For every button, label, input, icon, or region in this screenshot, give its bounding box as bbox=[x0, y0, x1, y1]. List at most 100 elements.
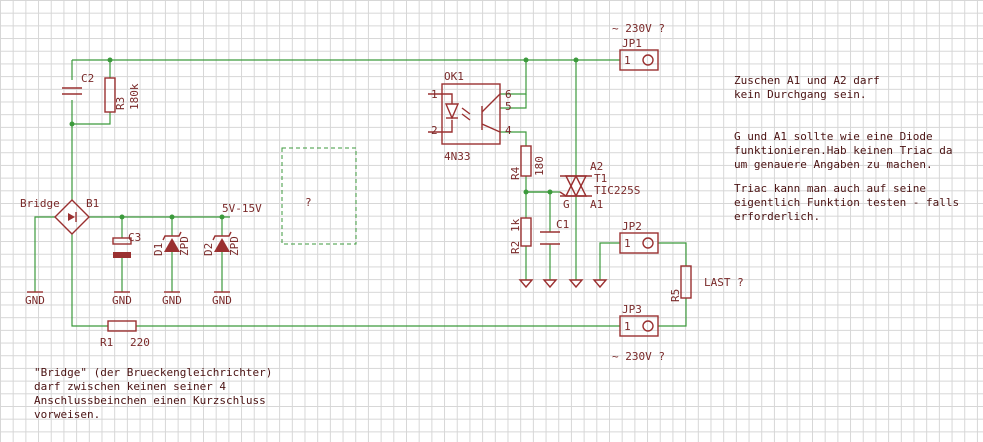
r2-name: R2 bbox=[509, 241, 522, 254]
wire-c1 bbox=[526, 191, 551, 280]
d1-name: D1 bbox=[152, 243, 165, 256]
ground-arrows bbox=[518, 279, 608, 289]
gnd-symbols: GND GND GND GND bbox=[25, 291, 232, 307]
r5-load: R5 LAST ? bbox=[669, 265, 744, 302]
r1-name: R1 bbox=[100, 336, 113, 349]
r2-value: 1k bbox=[509, 218, 522, 232]
ok1-name: OK1 bbox=[444, 70, 464, 83]
bridge-name: B1 bbox=[86, 197, 99, 210]
d2-value: ZPD bbox=[228, 236, 241, 256]
c1-capacitor: C1 bbox=[540, 218, 569, 245]
note-line: eigentlich Funktion testen - falls bbox=[734, 196, 959, 209]
junction-dot bbox=[219, 214, 225, 220]
gnd-label: GND bbox=[162, 294, 182, 307]
unknown-block: ? bbox=[281, 147, 357, 245]
t1-triac: A2 T1 TIC225S A1 G bbox=[559, 160, 640, 211]
gnd-label: GND bbox=[112, 294, 132, 307]
note-bridge: "Bridge" (der Brueckengleichrichter) dar… bbox=[34, 366, 272, 421]
wire-ok1-pin6 bbox=[500, 60, 527, 95]
gnd-bridge: GND bbox=[25, 291, 45, 307]
wires bbox=[34, 59, 687, 327]
gnd-label: GND bbox=[212, 294, 232, 307]
r5-value: LAST ? bbox=[704, 276, 744, 289]
ok1-pin2: 2 bbox=[431, 124, 438, 137]
d2-zener: D2 ZPD bbox=[202, 231, 241, 256]
bridge-label: Bridge bbox=[20, 197, 60, 210]
wire-bridge-gnd bbox=[34, 216, 55, 292]
r3-name: R3 bbox=[114, 97, 127, 110]
c2-capacitor: C2 bbox=[62, 72, 94, 95]
jp2-name: JP2 bbox=[622, 220, 642, 233]
junction-dot bbox=[69, 121, 75, 127]
supply-label: 5V-15V bbox=[222, 202, 262, 215]
gnd-d1: GND bbox=[162, 291, 182, 307]
junction-dot bbox=[119, 214, 125, 220]
jp3-pin: 1 bbox=[624, 320, 631, 333]
jp3-connector: JP3 1 ~ 230V ? bbox=[612, 303, 665, 363]
r4-name: R4 bbox=[509, 166, 522, 180]
note-line: Zuschen A1 und A2 darf bbox=[734, 74, 880, 87]
r4-resistor: R4 180 bbox=[509, 145, 546, 180]
r5-name: R5 bbox=[669, 289, 682, 302]
note-line: kein Durchgang sein. bbox=[734, 88, 866, 101]
note-no-continuity: Zuschen A1 und A2 darf kein Durchgang se… bbox=[734, 74, 880, 101]
note-line: Triac kann man auch auf seine bbox=[734, 182, 926, 195]
wire-r4-gate bbox=[525, 176, 560, 193]
t1-gate: G bbox=[563, 198, 570, 211]
note-line: G und A1 sollte wie eine Diode bbox=[734, 130, 933, 143]
r3-resistor: R3 180k bbox=[104, 77, 141, 113]
c2-name: C2 bbox=[81, 72, 94, 85]
note-line: vorweisen. bbox=[34, 408, 100, 421]
wire-jp2-gnd bbox=[599, 242, 620, 280]
wire-ok1-pin5 bbox=[500, 94, 527, 109]
jp3-name: JP3 bbox=[622, 303, 642, 316]
ok1-pin4: 4 bbox=[505, 124, 512, 137]
ok1-pin1: 1 bbox=[431, 88, 438, 101]
d1-value: ZPD bbox=[178, 236, 191, 256]
unknown-label: ? bbox=[305, 196, 312, 209]
note-line: Anschlussbeinchen einen Kurzschluss bbox=[34, 394, 266, 407]
note-line: erforderlich. bbox=[734, 210, 820, 223]
d2-name: D2 bbox=[202, 243, 215, 256]
wire-bridge-bottom bbox=[71, 234, 108, 327]
t1-a2: A2 bbox=[590, 160, 603, 173]
jp1-pin: 1 bbox=[624, 54, 631, 67]
r1-value: 220 bbox=[130, 336, 150, 349]
jp2-pin: 1 bbox=[624, 237, 631, 250]
jp1-name: JP1 bbox=[622, 37, 642, 50]
jp3-voltage: ~ 230V ? bbox=[612, 350, 665, 363]
gnd-label: GND bbox=[25, 294, 45, 307]
ok1-value: 4N33 bbox=[444, 150, 471, 163]
note-line: um genauere Angaben zu machen. bbox=[734, 158, 933, 171]
jp2-connector: JP2 1 bbox=[619, 220, 659, 254]
wire-jp2-load bbox=[658, 242, 687, 327]
junction-dot bbox=[523, 189, 529, 195]
ok1-optocoupler: OK1 4N33 1 2 6 5 4 bbox=[428, 70, 512, 163]
c3-capacitor: C3 bbox=[112, 231, 141, 258]
note-triac-test: Triac kann man auch auf seine eigentlich… bbox=[734, 182, 959, 223]
r3-value: 180k bbox=[128, 83, 141, 110]
bridge-rectifier: Bridge B1 bbox=[20, 197, 99, 235]
r2-resistor: R2 1k bbox=[509, 217, 532, 254]
t1-name: T1 bbox=[594, 172, 607, 185]
jp1-voltage: ~ 230V ? bbox=[612, 22, 665, 35]
note-gate-diode: G und A1 sollte wie eine Diode funktioni… bbox=[734, 130, 953, 171]
note-line: funktionieren.Hab keinen Triac da bbox=[734, 144, 953, 157]
t1-a1: A1 bbox=[590, 198, 603, 211]
note-line: "Bridge" (der Brueckengleichrichter) bbox=[34, 366, 272, 379]
jp1-connector: JP1 1 ~ 230V ? bbox=[612, 22, 665, 71]
r1-resistor: R1 220 bbox=[100, 320, 150, 349]
note-line: darf zwischen keinen seiner 4 bbox=[34, 380, 226, 393]
d1-zener: D1 ZPD bbox=[152, 231, 191, 256]
junction-dot bbox=[169, 214, 175, 220]
gnd-c3: GND bbox=[112, 291, 132, 307]
junctions bbox=[69, 57, 579, 220]
junction-dot bbox=[107, 57, 113, 63]
gnd-d2: GND bbox=[212, 291, 232, 307]
junction-dot bbox=[547, 189, 553, 195]
r4-value: 180 bbox=[533, 156, 546, 176]
ok1-pin6: 6 bbox=[505, 88, 512, 101]
c1-name: C1 bbox=[556, 218, 569, 231]
